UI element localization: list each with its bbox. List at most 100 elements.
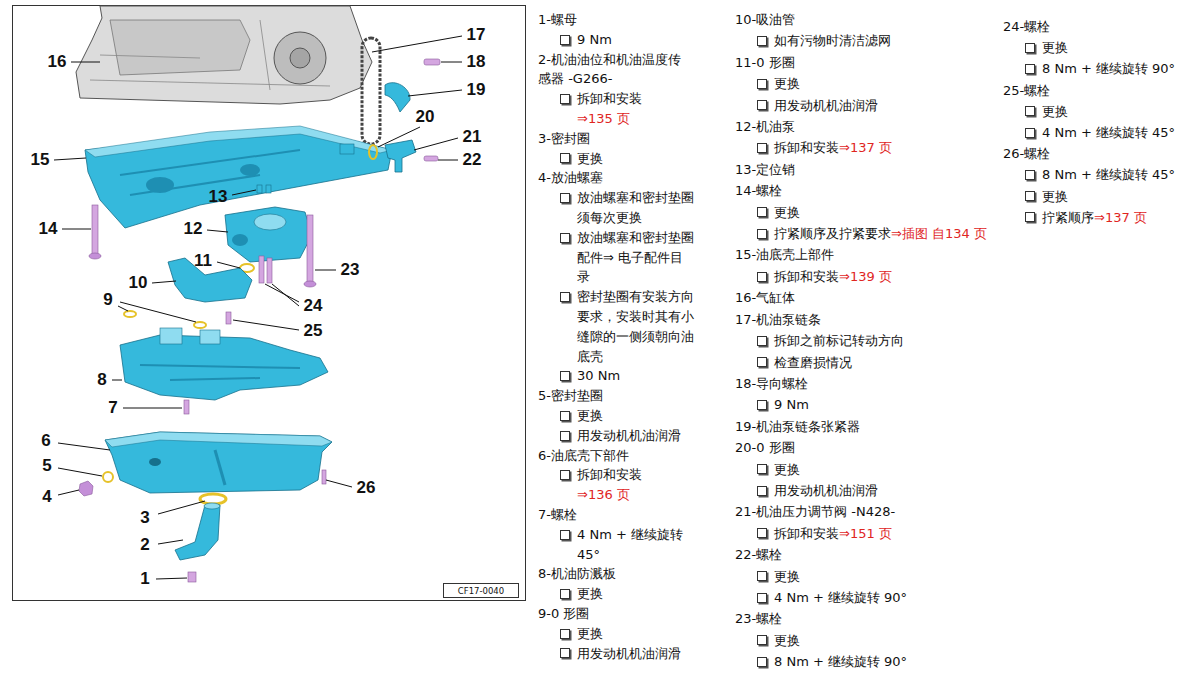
lower-oil-pan bbox=[105, 432, 332, 493]
spec-text: 更换 bbox=[577, 408, 603, 423]
checkbox-icon bbox=[1025, 64, 1035, 74]
part-entry: 6-油底壳下部件 bbox=[538, 446, 688, 466]
part-heading: 21-机油压力调节阀 -N428- bbox=[735, 504, 895, 519]
spec-text: 30 Nm bbox=[577, 368, 620, 383]
part-heading: 17-机油泵链条 bbox=[735, 312, 821, 327]
part-entry: 25-螺栓 bbox=[1003, 80, 1175, 101]
oil-pump bbox=[225, 207, 312, 262]
checkbox-icon bbox=[757, 528, 767, 538]
checkbox-icon bbox=[757, 593, 767, 603]
spec-text: 检查磨损情况 bbox=[774, 355, 852, 370]
checklist-item: 更换 bbox=[1003, 186, 1175, 207]
cylinder-block bbox=[76, 6, 372, 104]
checklist-item: 拆卸和安装⇒137 页 bbox=[735, 137, 987, 158]
spec-text: 更换 bbox=[774, 76, 800, 91]
part-entry: 22-螺栓 bbox=[735, 544, 987, 565]
checklist-item: 更换 bbox=[1003, 101, 1175, 122]
checklist-item: 拆卸和安装⇒135 页 bbox=[538, 89, 696, 129]
checkbox-icon bbox=[560, 193, 570, 203]
part-entry: 13-定位销 bbox=[735, 159, 987, 180]
part-heading: 22-螺栓 bbox=[735, 547, 782, 562]
legend-column: 1-螺母9 Nm2-机油油位和机油温度传 感器 -G266-拆卸和安装⇒135 … bbox=[538, 10, 696, 663]
part-heading: 8-机油防溅板 bbox=[538, 566, 616, 581]
part-entry: 18-导向螺栓 bbox=[735, 373, 987, 394]
callout-number: 24 bbox=[304, 297, 323, 315]
figure-code: CF17-0040 bbox=[458, 586, 504, 596]
checkbox-icon bbox=[1025, 170, 1035, 180]
checklist-item: 密封垫圈有安装方向 要求，安装时其有小 缝隙的一侧须朝向油 底壳 bbox=[538, 287, 696, 366]
spec-text: 拆卸之前标记转动方向 bbox=[774, 333, 904, 348]
checkbox-icon bbox=[757, 336, 767, 346]
checklist-item: 放油螺塞和密封垫圈 配件⇒ 电子配件目 录 bbox=[538, 228, 696, 287]
seal-ring bbox=[103, 472, 113, 482]
spec-text: 密封垫圈有安装方向 要求，安装时其有小 缝隙的一侧须朝向油 底壳 bbox=[577, 289, 694, 363]
part-heading: 14-螺栓 bbox=[735, 183, 782, 198]
callout-number: 1 bbox=[140, 570, 149, 588]
bolt bbox=[424, 156, 438, 161]
callout-number: 8 bbox=[97, 371, 106, 389]
spec-text: 用发动机机油润滑 bbox=[774, 483, 878, 498]
spec-text: 8 Nm + 继续旋转 90° bbox=[1042, 61, 1175, 76]
part-heading: 12-机油泵 bbox=[735, 119, 795, 134]
checklist-item: 更换 bbox=[538, 406, 696, 426]
part-heading: 2-机油油位和机油温度传 感器 -G266- bbox=[538, 52, 681, 87]
part-heading: 10-吸油管 bbox=[735, 12, 795, 27]
checklist-item: 8 Nm + 继续旋转 90° bbox=[1003, 58, 1175, 79]
checklist-item: 拆卸和安装⇒136 页 bbox=[538, 465, 696, 505]
part-heading: 6-油底壳下部件 bbox=[538, 448, 629, 463]
dowel-pin bbox=[257, 185, 262, 193]
chain-tensioner bbox=[385, 83, 410, 112]
bolt bbox=[184, 400, 189, 414]
part-entry: 4-放油螺塞 bbox=[538, 168, 688, 188]
checkbox-icon bbox=[560, 530, 570, 540]
checklist-item: 更换 bbox=[538, 584, 696, 604]
spec-text: 如有污物时清洁滤网 bbox=[774, 33, 891, 48]
checklist-item: 拧紧顺序及拧紧要求⇒插图 自134 页 bbox=[735, 223, 987, 244]
callout-number: 15 bbox=[31, 151, 50, 169]
part-heading: 15-油底壳上部件 bbox=[735, 247, 834, 262]
callout-number: 23 bbox=[341, 261, 360, 279]
part-heading: 26-螺栓 bbox=[1003, 146, 1050, 161]
spec-text: 拆卸和安装 bbox=[774, 526, 839, 541]
checklist-item: 更换 bbox=[1003, 37, 1175, 58]
checkbox-icon bbox=[757, 207, 767, 217]
spec-text: 拆卸和安装 bbox=[577, 91, 642, 106]
part-heading: 19-机油泵链条张紧器 bbox=[735, 419, 860, 434]
part-entry: 17-机油泵链条 bbox=[735, 309, 987, 330]
checkbox-icon bbox=[1025, 43, 1035, 53]
part-heading: 18-导向螺栓 bbox=[735, 376, 808, 391]
part-entry: 21-机油压力调节阀 -N428- bbox=[735, 501, 987, 522]
checkbox-icon bbox=[560, 648, 570, 658]
nut bbox=[188, 572, 196, 582]
spec-text: 用发动机机油润滑 bbox=[774, 98, 878, 113]
page-reference: ⇒136 页 bbox=[577, 485, 696, 505]
part-heading: 13-定位销 bbox=[735, 162, 795, 177]
part-heading: 24-螺栓 bbox=[1003, 19, 1050, 34]
checkbox-icon bbox=[560, 35, 570, 45]
pump-chain bbox=[362, 38, 380, 144]
checklist-item: 4 Nm + 继续旋转 90° bbox=[735, 587, 987, 608]
spec-text: 放油螺塞和密封垫圈 配件⇒ 电子配件目 录 bbox=[577, 230, 694, 285]
guide-bolt bbox=[424, 59, 440, 65]
checkbox-icon bbox=[560, 411, 570, 421]
callout-number: 12 bbox=[184, 220, 203, 238]
part-heading: 16-气缸体 bbox=[735, 290, 795, 305]
part-heading: 1-螺母 bbox=[538, 12, 577, 27]
part-heading: 23-螺栓 bbox=[735, 611, 782, 626]
callout-number: 14 bbox=[39, 220, 58, 238]
part-entry: 9-0 形圈 bbox=[538, 604, 688, 624]
callout-number: 9 bbox=[103, 291, 112, 309]
checklist-item: 更换 bbox=[735, 630, 987, 651]
checklist-item: 拆卸和安装⇒151 页 bbox=[735, 523, 987, 544]
checklist-item: 拆卸之前标记转动方向 bbox=[735, 330, 987, 351]
checklist-item: 用发动机机油润滑 bbox=[538, 644, 696, 664]
checkbox-icon bbox=[757, 143, 767, 153]
part-heading: 3-密封圈 bbox=[538, 131, 590, 146]
o-ring bbox=[369, 145, 377, 159]
checkbox-icon bbox=[1025, 212, 1035, 222]
checklist-item: 用发动机机油润滑 bbox=[735, 480, 987, 501]
checklist-item: 8 Nm + 继续旋转 45° bbox=[1003, 164, 1175, 185]
spec-text: 放油螺塞和密封垫圈 须每次更换 bbox=[577, 190, 694, 225]
part-entry: 7-螺栓 bbox=[538, 505, 688, 525]
bolt bbox=[89, 205, 101, 259]
